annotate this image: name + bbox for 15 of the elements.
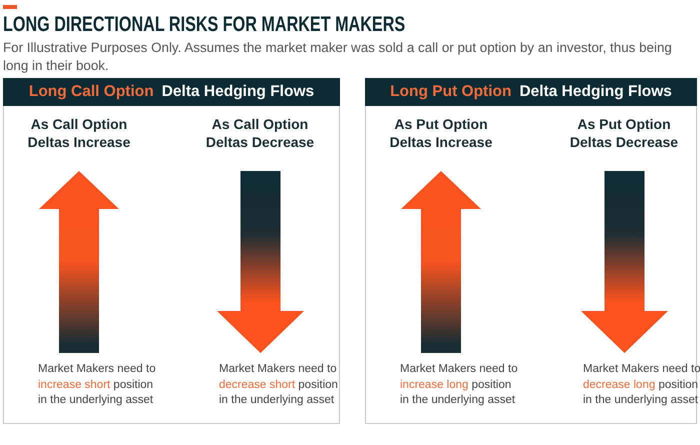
title: LONG DIRECTIONAL RISKS FOR MARKET MAKERS	[3, 13, 406, 37]
subtitle: For Illustrative Purposes Only. Assumes the market maker was sold a call or put option by an investor, thus being long in their book.	[3, 39, 673, 75]
panel	[3, 78, 340, 424]
note-text: Market Makers need to increase long position in the underlying asset	[400, 362, 519, 408]
column-heading: As Call Option Deltas Increase	[26, 115, 132, 151]
note-text: Market Makers need to decrease short position in the underlying asset	[219, 362, 339, 408]
panel-heading: Delta Hedging Flows	[519, 82, 672, 102]
column-heading: As Put Option Deltas Decrease	[568, 115, 680, 151]
note-text: Market Makers need to increase short position in the underlying asset	[38, 362, 157, 408]
panel-heading: Long Put Option	[390, 82, 512, 102]
panel-heading: Long Call Option	[28, 82, 154, 102]
column-heading: As Put Option Deltas Increase	[388, 115, 494, 151]
panel-heading: Delta Hedging Flows	[162, 82, 314, 102]
note-text: Market Makers need to decrease long position in the underlying asset	[583, 362, 700, 408]
column-heading: As Call Option Deltas Decrease	[204, 115, 316, 151]
